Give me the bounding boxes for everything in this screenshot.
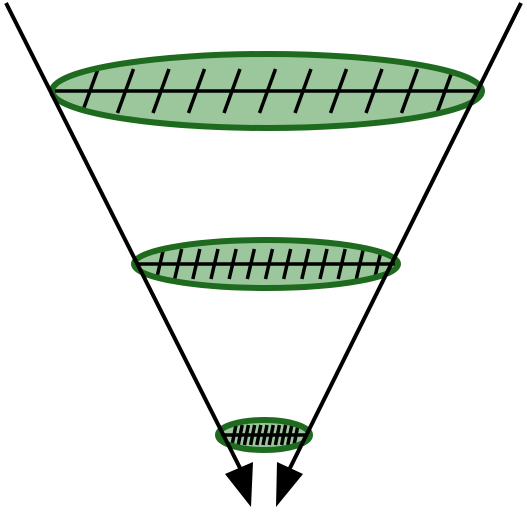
ring-middle [125,240,405,288]
right-arrow-head [276,462,303,507]
left-arrow-head [225,462,253,507]
ring-top [40,54,495,128]
